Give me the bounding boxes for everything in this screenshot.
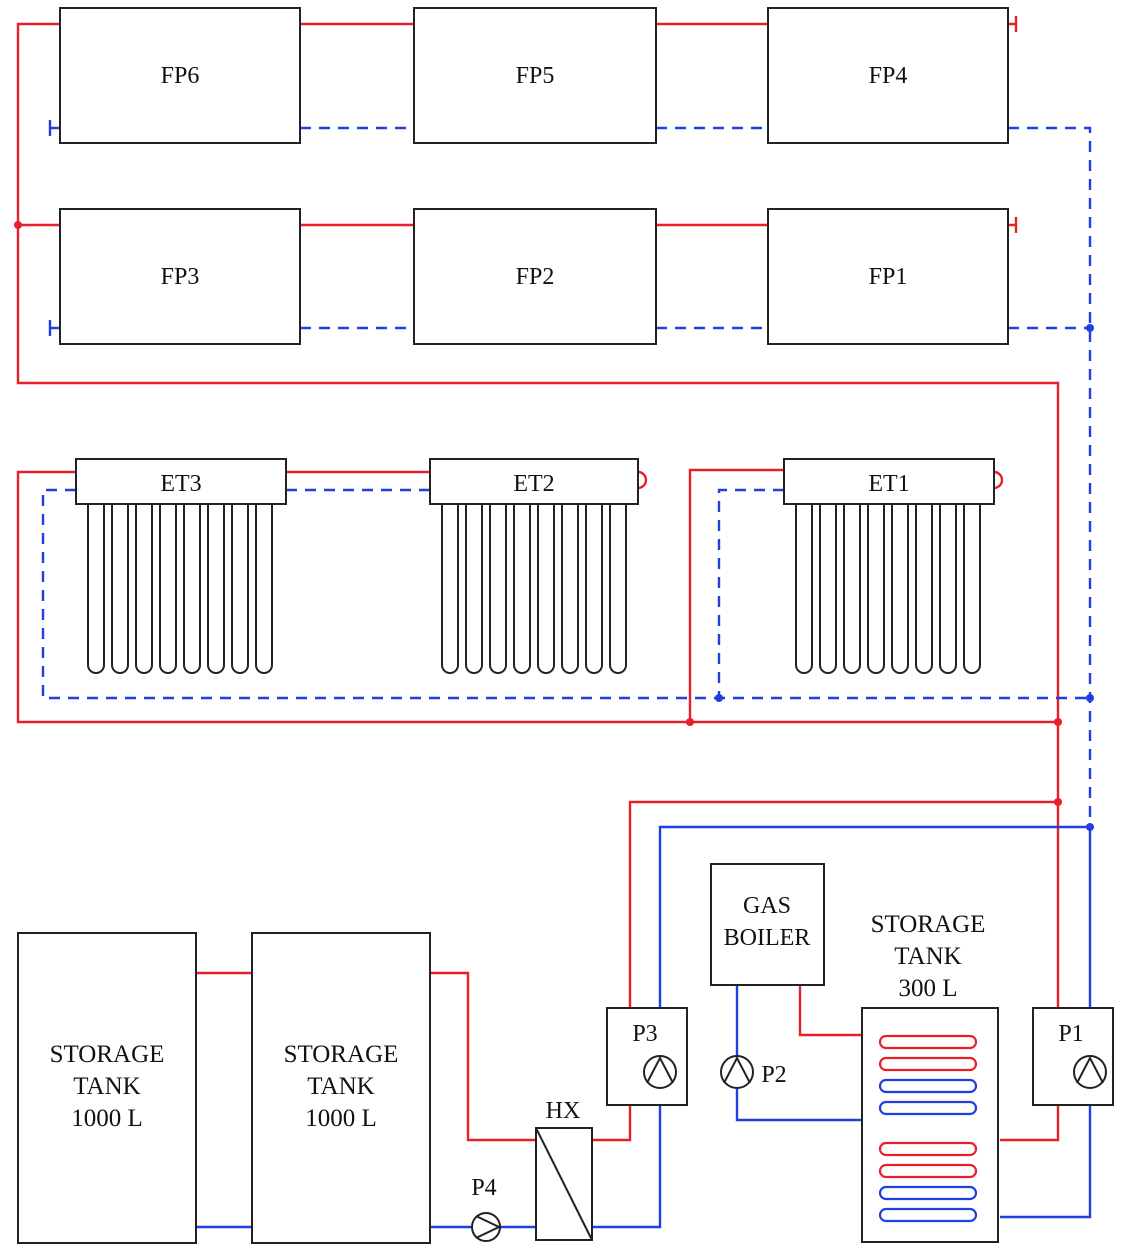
tank-a-line2: TANK bbox=[73, 1073, 140, 1100]
evacuated-tube-et1: ET1 bbox=[783, 458, 995, 674]
et2-tubes bbox=[441, 489, 627, 674]
flat-panel-fp1: FP1 bbox=[767, 208, 1009, 345]
vacuum-tube bbox=[915, 489, 933, 674]
tank-small-line3: 300 L bbox=[898, 975, 957, 1002]
vacuum-tube bbox=[441, 489, 459, 674]
et2-label: ET2 bbox=[513, 471, 554, 497]
vacuum-tube bbox=[537, 489, 555, 674]
vacuum-tube bbox=[207, 489, 225, 674]
tank-b-line1: STORAGE bbox=[284, 1041, 399, 1068]
storage-tank-1000-b: STORAGE TANK 1000 L bbox=[251, 932, 431, 1244]
et1-tubes bbox=[795, 489, 981, 674]
vacuum-tube bbox=[465, 489, 483, 674]
tank-b-line2: TANK bbox=[307, 1073, 374, 1100]
flat-panel-fp4: FP4 bbox=[767, 7, 1009, 144]
fp5-label: FP5 bbox=[516, 63, 555, 89]
fp6-label: FP6 bbox=[161, 63, 200, 89]
pump-p1: P1 bbox=[1032, 1007, 1114, 1106]
vacuum-tube bbox=[561, 489, 579, 674]
junction-dots bbox=[14, 221, 1094, 831]
vacuum-tube bbox=[843, 489, 861, 674]
p2-label: P2 bbox=[761, 1062, 786, 1088]
vacuum-tube bbox=[159, 489, 177, 674]
vacuum-tube bbox=[819, 489, 837, 674]
fp2-label: FP2 bbox=[516, 264, 555, 290]
vacuum-tube bbox=[255, 489, 273, 674]
vacuum-tube bbox=[183, 489, 201, 674]
hot-pipes bbox=[16, 16, 1060, 1142]
vacuum-tube bbox=[609, 489, 627, 674]
storage-tank-300: STORAGE TANK 300 L bbox=[861, 911, 999, 1243]
cold-pipes bbox=[41, 120, 1092, 1229]
pump-p2: P2 bbox=[720, 1055, 787, 1089]
upper-coil bbox=[878, 1034, 978, 1116]
vacuum-tube bbox=[585, 489, 603, 674]
tank-small-line1: STORAGE bbox=[871, 911, 986, 938]
hx-label: HX bbox=[546, 1098, 581, 1124]
vacuum-tube bbox=[111, 489, 129, 674]
fp4-label: FP4 bbox=[869, 63, 908, 89]
p1-label: P1 bbox=[1058, 1021, 1083, 1047]
vacuum-tube bbox=[489, 489, 507, 674]
et3-label: ET3 bbox=[160, 471, 201, 497]
vacuum-tube bbox=[867, 489, 885, 674]
vacuum-tube bbox=[87, 489, 105, 674]
vacuum-tube bbox=[231, 489, 249, 674]
storage-tank-1000-a: STORAGE TANK 1000 L bbox=[17, 932, 197, 1244]
fp3-label: FP3 bbox=[161, 264, 200, 290]
flat-panel-fp2: FP2 bbox=[413, 208, 657, 345]
p4-label: P4 bbox=[471, 1175, 496, 1201]
evacuated-tube-et2: ET2 bbox=[429, 458, 639, 674]
gas-boiler: GAS BOILER bbox=[710, 863, 825, 986]
fp1-label: FP1 bbox=[869, 264, 908, 290]
et1-label: ET1 bbox=[868, 471, 909, 497]
tank-small-line2: TANK bbox=[894, 943, 961, 970]
lower-coil bbox=[878, 1141, 978, 1223]
vacuum-tube bbox=[513, 489, 531, 674]
vacuum-tube bbox=[963, 489, 981, 674]
boiler-line2: BOILER bbox=[724, 925, 811, 951]
flat-panel-fp6: FP6 bbox=[59, 7, 301, 144]
heat-exchanger: HX bbox=[535, 1098, 593, 1241]
flat-panel-fp5: FP5 bbox=[413, 7, 657, 144]
vacuum-tube bbox=[939, 489, 957, 674]
tank-a-line1: STORAGE bbox=[50, 1041, 165, 1068]
pump-p3: P3 bbox=[606, 1007, 688, 1106]
tank-a-line3: 1000 L bbox=[71, 1105, 143, 1132]
p3-label: P3 bbox=[632, 1021, 657, 1047]
et3-tubes bbox=[87, 489, 273, 674]
evacuated-tube-et3: ET3 bbox=[75, 458, 287, 674]
vacuum-tube bbox=[891, 489, 909, 674]
pump-p4: P4 bbox=[471, 1175, 502, 1242]
vacuum-tube bbox=[135, 489, 153, 674]
vacuum-tube bbox=[795, 489, 813, 674]
flat-panel-fp3: FP3 bbox=[59, 208, 301, 345]
tank-b-line3: 1000 L bbox=[305, 1105, 377, 1132]
boiler-line1: GAS bbox=[743, 893, 791, 919]
